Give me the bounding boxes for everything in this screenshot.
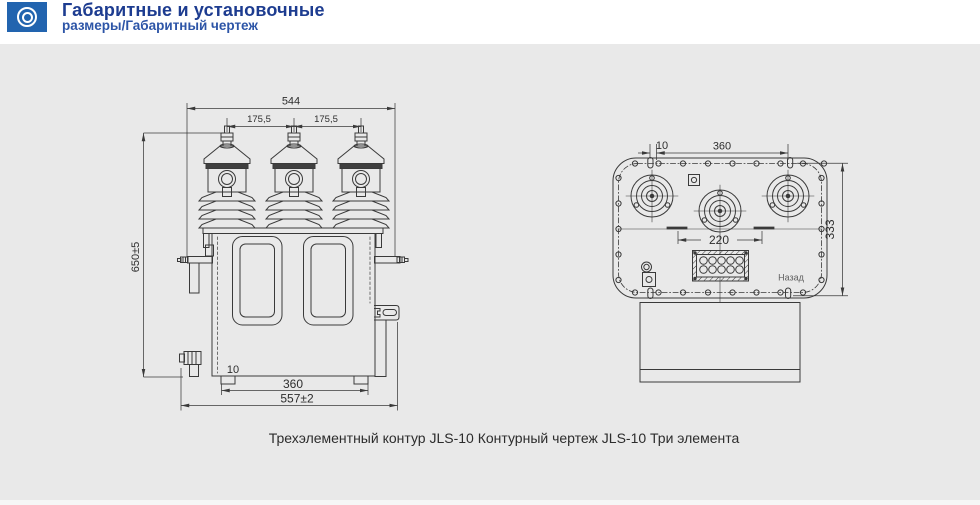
front-view-drawing: [177, 125, 409, 385]
concentric-circles-icon: [7, 2, 47, 32]
figure-caption: Трехэлементный контур JLS-10 Контурный ч…: [268, 430, 740, 446]
page-title: Габаритные и установочные: [62, 0, 325, 20]
mounting-slots: [647, 157, 794, 299]
header-titles: Габаритные и установочные размеры/Габари…: [62, 0, 325, 33]
nameplate-window-left: [232, 236, 283, 326]
top-view-drawing: [612, 157, 828, 383]
rear-label: Назад: [778, 273, 805, 283]
fitting-square-top: [688, 174, 700, 186]
dim-base-width-label: 557±2: [280, 392, 314, 406]
bushing-top-left: [625, 169, 679, 223]
tank-top-plate: [202, 227, 384, 234]
dim-overall-width-label: 544: [282, 96, 300, 108]
page-subtitle: размеры/Габаритный чертеж: [62, 18, 258, 33]
dim-bushing-spacing-right-label: 175,5: [314, 114, 338, 125]
bushing-left: [198, 125, 256, 229]
dim-depth-label: 333: [823, 219, 837, 239]
nameplate-window-right: [303, 236, 354, 326]
logo-outer-ring: [17, 7, 37, 27]
tank-body: [211, 233, 376, 377]
terminal-right: [374, 233, 409, 264]
bushing-top-right: [761, 169, 815, 223]
dim-hole-span-label: 360: [713, 141, 731, 153]
dim-slot-spacing-label: 220: [709, 233, 729, 247]
front-view-dimensions: 544 175,5 175,5 650±5 10 360 557±2: [130, 96, 398, 411]
logo-inner-ring: [21, 11, 33, 23]
foot-left: [220, 375, 236, 385]
dim-foot-note-label: 10: [227, 364, 239, 376]
page-bottom-edge: [0, 500, 980, 505]
ground-terminal-left: [177, 233, 214, 294]
top-view-dimensions: 10 360 220 333 Назад: [638, 140, 848, 297]
dim-overall-height-label: 650±5: [130, 242, 142, 273]
mounting-tab-right: [374, 305, 400, 377]
foot-right: [353, 375, 369, 385]
dim-slot-offset-label: 10: [656, 140, 668, 152]
fitting-circle-bottom: [641, 261, 656, 287]
base-block: [639, 302, 801, 383]
bushing-middle: [265, 125, 323, 229]
dim-bushing-spacing-left-label: 175,5: [247, 114, 271, 125]
terminal-block: [692, 250, 749, 282]
page-header: Габаритные и установочные размеры/Габари…: [0, 0, 980, 44]
bushing-right: [332, 125, 390, 229]
drain-valve: [179, 351, 202, 377]
dim-feet-span-label: 360: [283, 377, 303, 391]
